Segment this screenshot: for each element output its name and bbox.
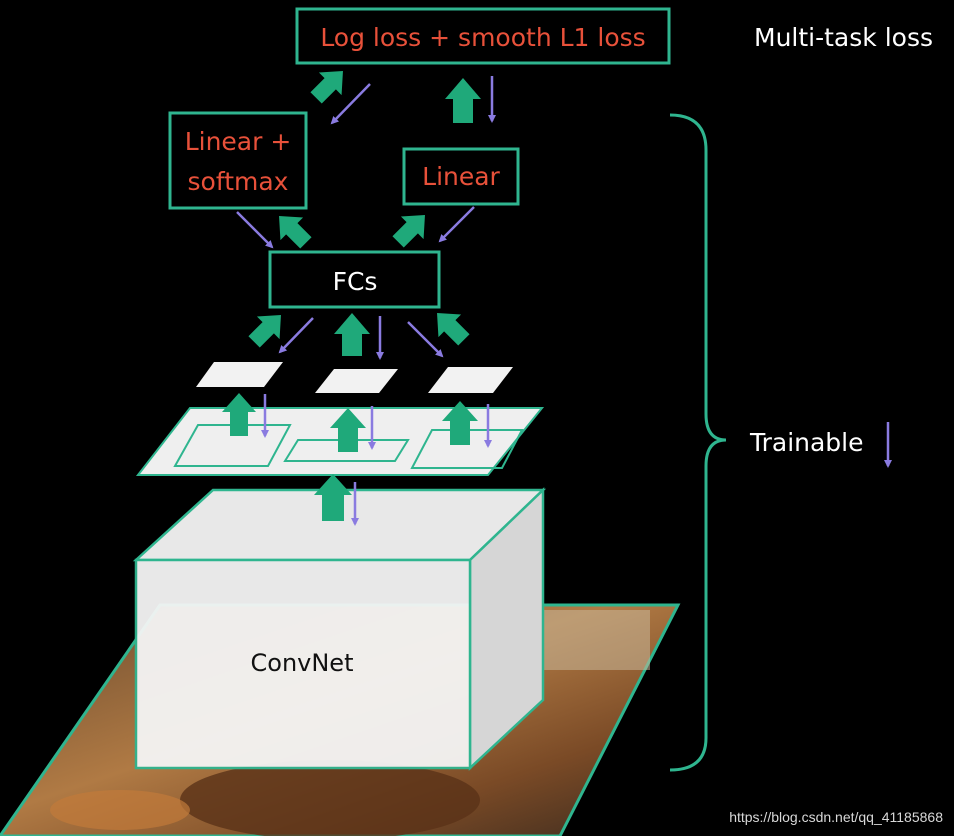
linear-softmax-line1: Linear + [185, 127, 292, 156]
roi-pooled-features [196, 362, 513, 393]
forward-arrow-conv [314, 474, 352, 521]
linear-box [402, 147, 520, 206]
roi-1 [173, 424, 292, 467]
loss-box [295, 7, 671, 65]
forward-arrow-fc-1 [248, 315, 281, 348]
forward-arrows [222, 71, 481, 521]
watermark: https://blog.csdn.net/qq_41185868 [729, 809, 943, 825]
linear-softmax-box [168, 111, 308, 210]
backward-arrow-reg [438, 206, 475, 243]
forward-arrow-cls [279, 216, 312, 249]
forward-arrow-roi-2 [330, 408, 366, 452]
forward-arrow-cls-loss [310, 71, 343, 104]
forward-arrow-reg-loss [445, 78, 481, 123]
backward-arrow-fc-3 [407, 321, 444, 358]
fcs-label: FCs [333, 267, 378, 296]
forward-arrow-fc-2 [334, 313, 370, 356]
forward-arrow-roi-1 [222, 393, 256, 436]
forward-arrow-fc-3 [437, 313, 470, 346]
loss-label: Log loss + smooth L1 loss [320, 23, 645, 52]
fcs-box [268, 250, 441, 309]
backward-arrow-fc-1 [278, 317, 314, 354]
backward-arrow-cls [236, 211, 274, 249]
forward-arrow-roi-3 [442, 401, 478, 445]
trainable-label: Trainable [749, 428, 864, 457]
convnet-block [132, 487, 547, 771]
roi-2 [283, 439, 410, 462]
convnet-label: ConvNet [251, 649, 354, 677]
trainable-brace [669, 113, 727, 772]
multitask-loss-label: Multi-task loss [754, 23, 933, 52]
backward-arrows [236, 76, 892, 526]
forward-arrow-reg [392, 215, 425, 248]
pooled-feature-2 [315, 369, 398, 393]
backward-arrow-cls-loss [330, 83, 371, 125]
pooled-feature-3 [428, 367, 513, 393]
roi-3 [410, 429, 524, 469]
pooled-feature-1 [196, 362, 283, 387]
linear-softmax-line2: softmax [188, 167, 289, 196]
linear-label: Linear [422, 162, 500, 191]
